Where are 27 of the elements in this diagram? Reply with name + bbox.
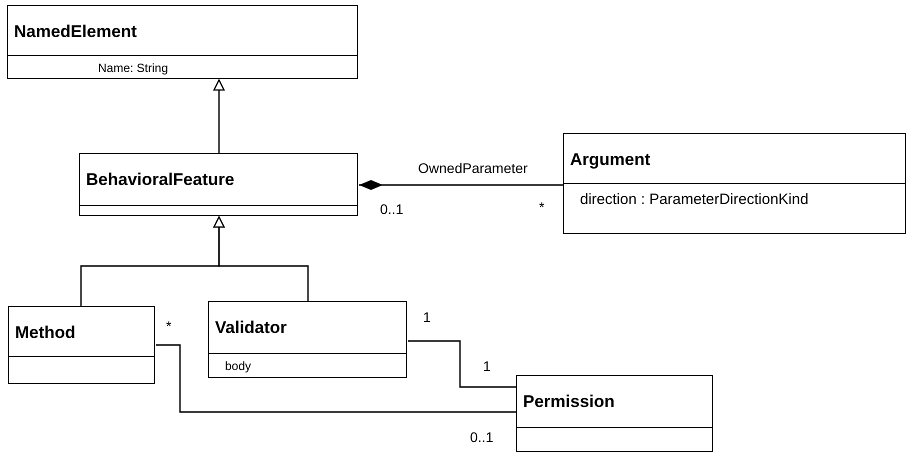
composition-line	[359, 180, 563, 190]
generalization-arrow	[213, 79, 225, 153]
multiplicity-label: 0..1	[470, 429, 494, 445]
class-box	[563, 133, 906, 234]
association-line	[156, 344, 516, 413]
association-line	[408, 340, 516, 388]
class-name: Validator	[215, 318, 287, 338]
edge-label: OwnedParameter	[418, 160, 528, 176]
class-box	[7, 5, 358, 79]
class-box	[516, 375, 713, 452]
class-name: BehavioralFeature	[86, 170, 234, 190]
multiplicity-label: 1	[483, 358, 491, 374]
attribute-text: body	[225, 359, 252, 373]
multiplicity-label: 0..1	[380, 201, 404, 217]
generalization-arrow	[213, 216, 309, 301]
attribute-text: Name: String	[98, 61, 168, 75]
multiplicity-label: 1	[423, 309, 431, 325]
multiplicity-label: *	[166, 318, 172, 334]
class-box	[8, 306, 155, 384]
class-box	[208, 301, 407, 378]
class-name: Argument	[570, 150, 650, 170]
multiplicity-label: *	[539, 199, 544, 215]
class-name: NamedElement	[14, 22, 137, 42]
attribute-text: direction : ParameterDirectionKind	[580, 191, 808, 208]
class-box	[79, 153, 358, 216]
class-name: Permission	[523, 392, 615, 412]
class-name: Method	[15, 323, 76, 343]
